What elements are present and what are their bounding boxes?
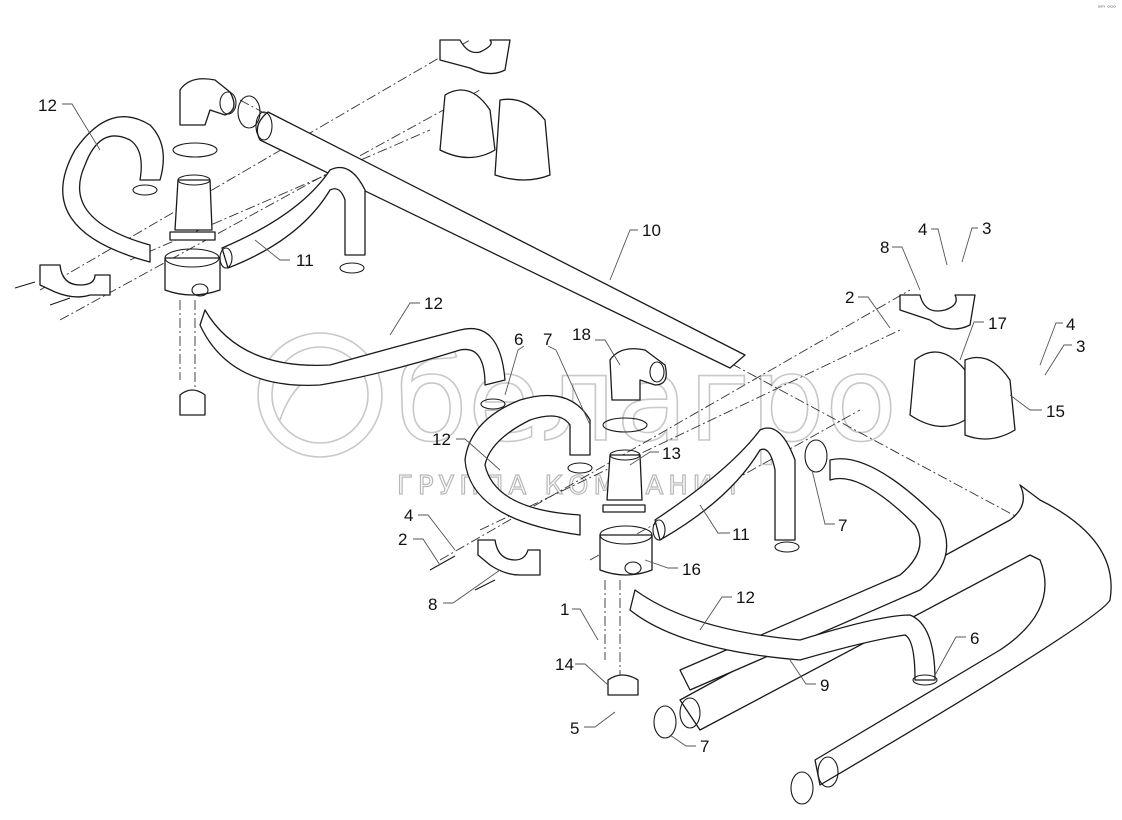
watermark-logo-outer	[257, 332, 383, 458]
hose-12-lower	[629, 589, 936, 681]
bracket-8-center	[429, 539, 541, 591]
pipe-10	[255, 111, 746, 369]
hose-11-center	[652, 427, 796, 541]
callout-labels: 12 11 10 12 6 18 7 12 13 11 7 16 12 4 2 …	[38, 96, 1085, 756]
callout-8: 8	[428, 595, 437, 614]
bracket-assembly-right	[899, 294, 1016, 440]
callout-2: 2	[845, 288, 854, 307]
callout-4: 4	[1066, 315, 1075, 334]
callout-12: 12	[736, 588, 755, 607]
callout-3: 3	[982, 219, 991, 238]
watermark-subtitle: ГРУППА КОМПАНИЙ	[397, 469, 742, 501]
callout-16: 16	[682, 560, 701, 579]
callout-10: 10	[642, 221, 661, 240]
callout-3: 3	[1076, 337, 1085, 356]
hose-12-middle	[199, 309, 506, 387]
callout-1: 1	[560, 600, 569, 619]
callout-14: 14	[555, 655, 574, 674]
callout-7: 7	[543, 330, 552, 349]
callout-11: 11	[296, 251, 314, 270]
callout-9: 9	[820, 676, 829, 695]
callout-6: 6	[970, 629, 979, 648]
callout-2: 2	[398, 530, 407, 549]
callout-18: 18	[572, 325, 591, 344]
bracket-assembly-top	[439, 39, 551, 181]
callout-17: 17	[988, 314, 1007, 333]
callout-4: 4	[404, 506, 413, 525]
clamps	[132, 184, 938, 805]
callout-8: 8	[880, 238, 889, 257]
callout-5: 5	[570, 719, 579, 738]
connector-assembly-center	[599, 348, 667, 696]
callout-4: 4	[918, 220, 927, 239]
connector-assembly-left	[164, 78, 261, 416]
callout-13: 13	[662, 444, 681, 463]
leader-lines	[62, 103, 1072, 747]
bracket-8-left	[14, 264, 111, 306]
callout-7: 7	[700, 737, 709, 756]
callout-12: 12	[424, 294, 443, 313]
callout-7: 7	[838, 516, 847, 535]
hose-12-top-left	[62, 116, 164, 263]
callout-11: 11	[732, 525, 750, 544]
corner-mark: ᵃᵐ ᵒᵒᵒ	[1097, 4, 1116, 12]
callout-12: 12	[432, 430, 451, 449]
callout-15: 15	[1046, 402, 1065, 421]
callout-12: 12	[38, 96, 57, 115]
hose-11-top	[219, 166, 366, 269]
callout-6: 6	[514, 330, 523, 349]
hose-12-center	[464, 394, 591, 536]
watermark-logo-inner	[271, 346, 369, 444]
